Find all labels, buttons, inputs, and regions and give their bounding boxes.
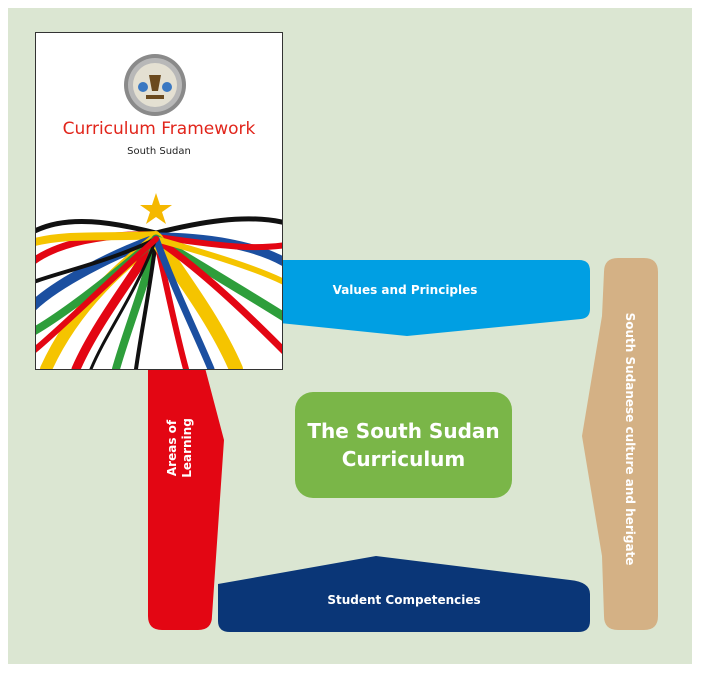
- areas-of-learning-line1: Areas of: [165, 419, 179, 477]
- cover-title: Curriculum Framework: [62, 119, 256, 139]
- cover-ribbons: [36, 216, 282, 369]
- center-curriculum-label: The South Sudan Curriculum: [307, 419, 500, 471]
- seal-icon: [124, 54, 186, 116]
- student-competencies-arrow: [218, 556, 590, 632]
- curriculum-framework-cover: Curriculum Framework South Sudan: [35, 32, 283, 370]
- areas-of-learning-line2: Learning: [180, 418, 194, 478]
- values-principles-arrow: [270, 260, 590, 336]
- values-principles-label: Values and Principles: [332, 283, 478, 297]
- areas-of-learning-arrow: [148, 364, 224, 630]
- cover-subtitle: South Sudan: [127, 146, 191, 157]
- cover-artwork: [36, 54, 282, 369]
- center-curriculum-box: The South Sudan Curriculum: [295, 392, 512, 498]
- star-icon: [140, 193, 172, 224]
- culture-heritage-arrow: [582, 258, 658, 630]
- student-competencies-label: Student Competencies: [327, 593, 481, 607]
- areas-of-learning-label: Areas of Learning: [165, 408, 195, 488]
- culture-heritage-label: South Sudanese culture and herigate: [623, 312, 637, 566]
